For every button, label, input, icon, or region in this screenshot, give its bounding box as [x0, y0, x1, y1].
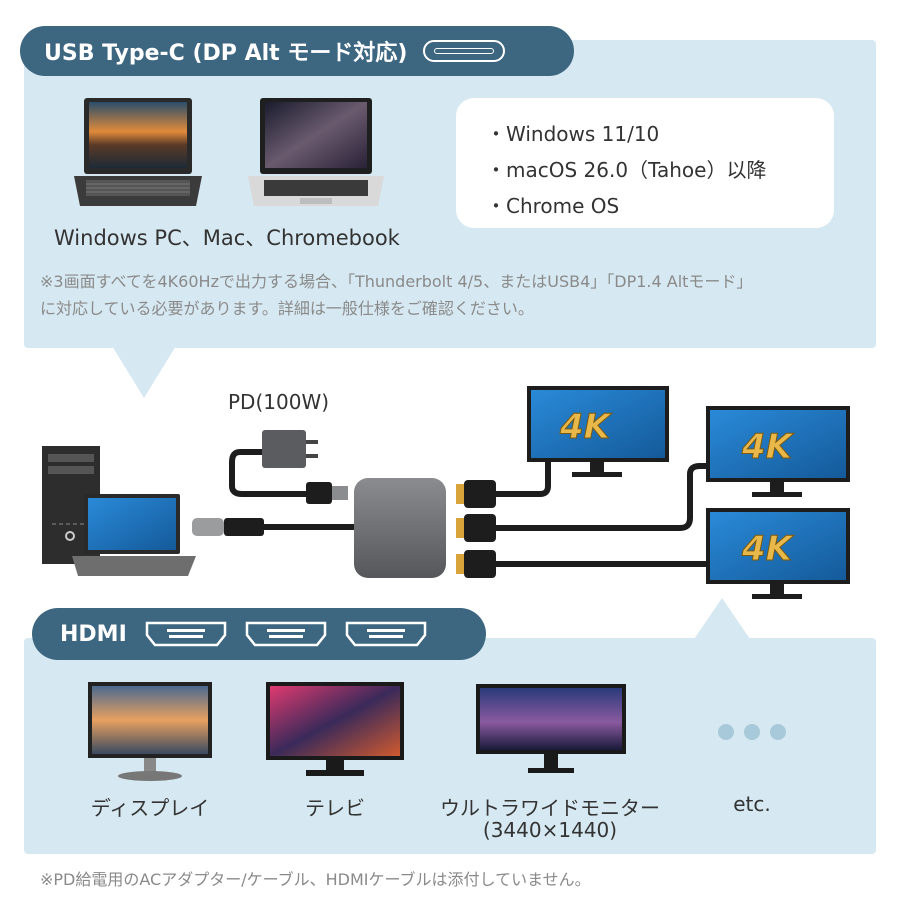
supported-os-box: ・Windows 11/10 ・macOS 26.0（Tahoe）以降 ・Chr… — [456, 98, 834, 228]
chromebook-laptop-image — [248, 98, 384, 206]
host-laptop-image — [72, 494, 196, 576]
hdmi-panel-pointer — [692, 598, 752, 642]
hdmi-cables — [456, 462, 712, 578]
hdmi-title: HDMI — [60, 621, 127, 647]
label-etc: etc. — [733, 792, 771, 816]
pd-label: PD(100W) — [228, 390, 330, 414]
label-ultrawide-resolution: (3440×1440) — [482, 818, 618, 842]
usb-c-title-pill: USB Type-C (DP Alt モード対応) — [20, 26, 574, 76]
os-item-windows: ・Windows 11/10 — [486, 122, 660, 146]
display-monitor-image — [88, 682, 212, 781]
usb-c-title: USB Type-C (DP Alt モード対応) — [44, 41, 408, 66]
monitor-3-image — [706, 508, 850, 599]
windows-laptop-image — [74, 98, 202, 206]
monitor-3-4k-badge: 4K — [741, 529, 795, 569]
monitor-1-image — [527, 386, 669, 477]
monitor-2-4k-badge: 4K — [741, 427, 795, 467]
footer-note: ※PD給電用のACアダプター/ケーブル、HDMIケーブルは添付していません。 — [40, 870, 591, 889]
usb-c-panel-pointer — [112, 346, 176, 398]
label-ultrawide: ウルトラワイドモニター — [440, 796, 660, 820]
label-tv: テレビ — [305, 796, 365, 820]
hdmi-title-pill: HDMI — [32, 608, 486, 660]
connection-diagram: 4K 4K 4K — [42, 386, 850, 599]
top-note-line-1: ※3画面すべてを4K60Hzで出力する場合、「Thunderbolt 4/5、ま… — [40, 272, 753, 291]
adapter-hub-image — [354, 478, 446, 578]
ultrawide-monitor-image — [476, 684, 626, 773]
tv-image — [266, 682, 404, 776]
label-display: ディスプレイ — [90, 796, 210, 820]
hdmi-port-icons — [145, 621, 427, 647]
top-note-line-2: に対応している必要があります。詳細は一般仕様をご確認ください。 — [40, 299, 534, 318]
usb-c-cable — [192, 518, 356, 536]
top-note: ※3画面すべてを4K60Hzで出力する場合、「Thunderbolt 4/5、ま… — [40, 268, 870, 322]
more-dots-icon — [718, 724, 786, 740]
device-caption: Windows PC、Mac、Chromebook — [54, 226, 400, 250]
os-item-macos: ・macOS 26.0（Tahoe）以降 — [486, 158, 767, 182]
monitor-1-4k-badge: 4K — [559, 407, 613, 447]
pd-adapter-image — [229, 430, 348, 504]
usb-c-port-icon — [423, 40, 506, 62]
monitor-2-image — [706, 406, 850, 497]
os-item-chromeos: ・Chrome OS — [486, 194, 620, 218]
